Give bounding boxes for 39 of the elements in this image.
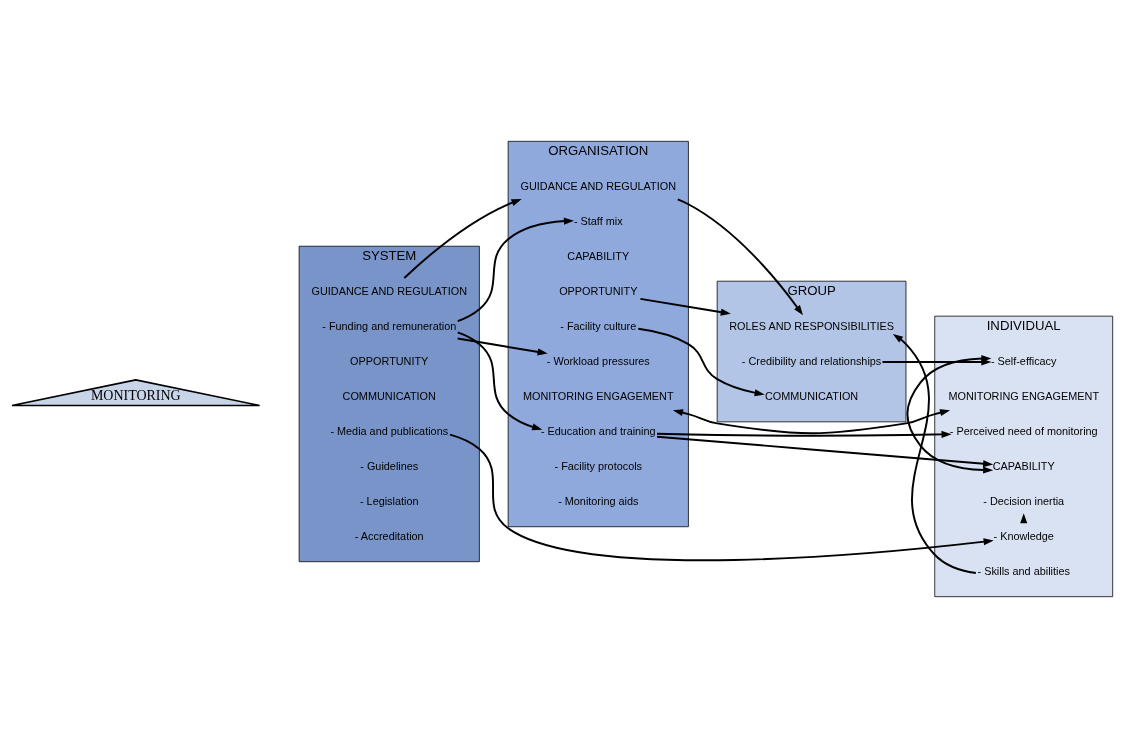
node-text: ROLES AND RESPONSIBILITIES (729, 319, 894, 332)
node-text: MONITORING ENGAGEMENT (522, 389, 674, 402)
node-text: COMMUNICATION (342, 389, 436, 402)
node-text: - Skills and abilities (977, 564, 1070, 577)
arrow (639, 297, 731, 316)
node-text: - Workload pressures (546, 354, 650, 367)
node-text: OPPORTUNITY (350, 354, 429, 367)
node-text: OPPORTUNITY (559, 284, 638, 297)
arrow (448, 433, 994, 561)
node-text: - Education and training (540, 424, 656, 437)
node-text: - Knowledge (993, 529, 1054, 542)
arrow (672, 408, 951, 434)
node-text: CAPABILITY (567, 249, 630, 262)
node-text: - Self-efficacy (990, 354, 1057, 367)
node-text: GUIDANCE AND REGULATION (311, 284, 467, 297)
arrow (456, 330, 543, 430)
arrow (656, 430, 952, 438)
node-text: - Facility protocols (554, 459, 643, 472)
node-text: - Funding and remuneration (322, 319, 457, 332)
node-text: COMMUNICATION (764, 389, 859, 402)
node-text: - Legislation (359, 494, 419, 507)
node-text: MONITORING ENGAGEMENT (948, 389, 1100, 402)
node-text: - Credibility and relationships (741, 354, 882, 367)
node-text: GUIDANCE AND REGULATION (520, 179, 677, 192)
node-text: - Monitoring aids (558, 494, 639, 507)
node-text: - Media and publications (330, 424, 449, 437)
arrow (637, 327, 765, 396)
node-text: - Decision inertia (983, 494, 1065, 507)
node-text: CAPABILITY (992, 459, 1055, 472)
arrow (403, 198, 522, 279)
arrow (892, 333, 977, 574)
arrow (456, 336, 548, 355)
node-text: - Guidelines (360, 459, 419, 472)
node-text: - Staff mix (573, 214, 623, 227)
arrow (456, 217, 574, 322)
node-text: - Perceived need of monitoring (949, 424, 1098, 437)
node-text: - Accreditation (354, 529, 424, 542)
node-text: - Facility culture (560, 319, 637, 332)
arrow (656, 435, 994, 467)
